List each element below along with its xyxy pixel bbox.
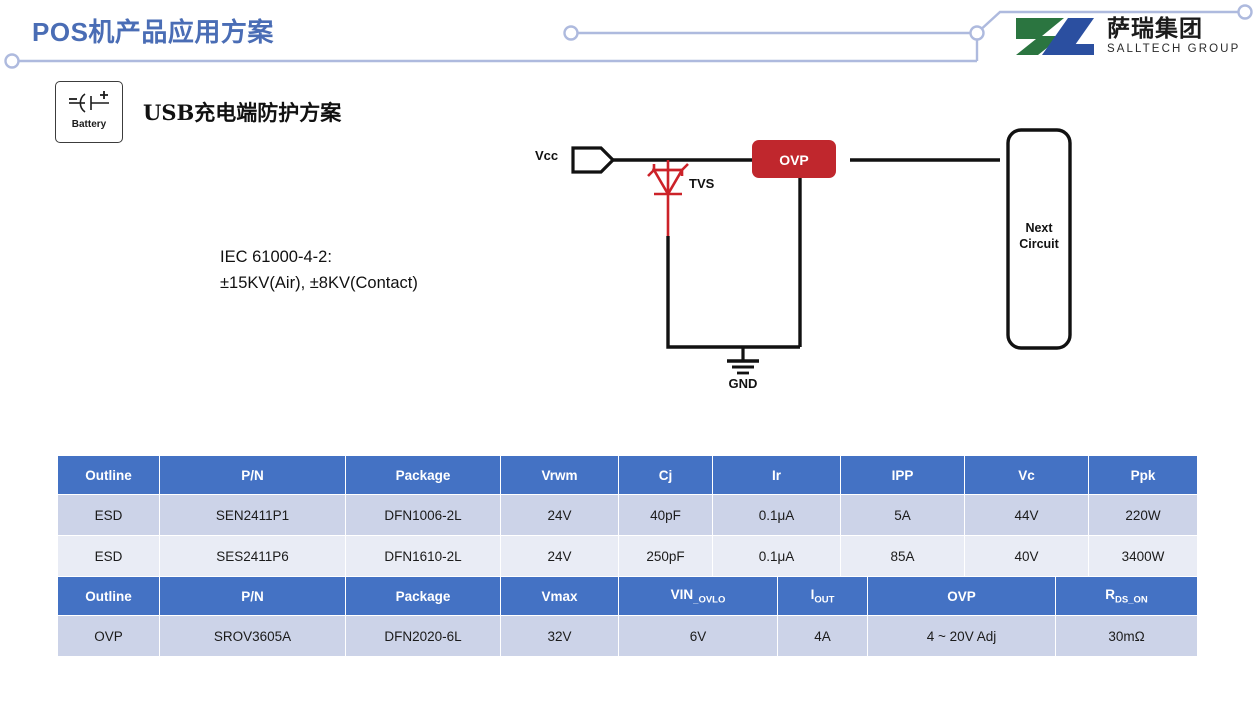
logo-wordmark: 萨瑞集团 SALLTECH GROUP xyxy=(1107,15,1241,56)
cell-pn: SEN2411P1 xyxy=(159,494,346,536)
cell-outline: OVP xyxy=(57,615,160,657)
brand-logo: 萨瑞集团 SALLTECH GROUP xyxy=(1012,14,1240,59)
header-sub: OUT xyxy=(814,594,835,606)
protection-schematic: Vcc TVS OVP GND xyxy=(535,128,1072,391)
cell-package: DFN1610-2L xyxy=(345,535,501,577)
col-header-iout: IOUT xyxy=(777,576,868,616)
cell-vc: 40V xyxy=(964,535,1089,577)
table-header-row: Outline P/N Package Vmax VIN_OVLO IOUT O… xyxy=(57,576,1198,616)
table-header-row: Outline P/N Package Vrwm Cj Ir IPP Vc Pp… xyxy=(57,455,1198,495)
col-header-vin-ovlo: VIN_OVLO xyxy=(618,576,778,616)
cell-pn: SES2411P6 xyxy=(159,535,346,577)
table-row: OVP SROV3605A DFN2020-6L 32V 6V 4A 4 ~ 2… xyxy=(57,615,1198,657)
gnd-label: GND xyxy=(729,376,758,391)
vcc-connector-icon xyxy=(571,146,616,174)
trace-node-junction xyxy=(969,25,985,41)
next-circuit-label-line1: Next xyxy=(1025,221,1053,235)
tvs-label: TVS xyxy=(689,176,715,191)
next-circuit-block xyxy=(1006,128,1072,350)
ovp-spec-table: Outline P/N Package Vmax VIN_OVLO IOUT O… xyxy=(57,576,1198,657)
cell-ir: 0.1μA xyxy=(712,535,841,577)
logo-name-cn: 萨瑞集团 xyxy=(1107,15,1203,42)
table-row: ESD SES2411P6 DFN1610-2L 24V 250pF 0.1μA… xyxy=(57,535,1198,577)
cell-package: DFN1006-2L xyxy=(345,494,501,536)
trace-upper-line xyxy=(578,10,1243,35)
header-sub: DS_ON xyxy=(1115,594,1148,606)
trace-node-left xyxy=(4,53,20,69)
cell-ppk: 3400W xyxy=(1088,535,1198,577)
battery-card: Battery xyxy=(55,81,123,143)
cell-cj: 40pF xyxy=(618,494,713,536)
col-header-outline: Outline xyxy=(57,576,160,616)
wire-tvs-to-gnd xyxy=(666,236,800,349)
col-header-pn: P/N xyxy=(159,455,346,495)
col-header-pn: P/N xyxy=(159,576,346,616)
col-header-package: Package xyxy=(345,576,501,616)
decorative-circuit-trace xyxy=(4,4,1253,69)
vcc-label: Vcc xyxy=(535,148,558,163)
cell-vmax: 32V xyxy=(500,615,619,657)
salltech-logo-mark-icon xyxy=(1016,18,1094,55)
table-row: ESD SEN2411P1 DFN1006-2L 24V 40pF 0.1μA … xyxy=(57,494,1198,536)
cell-package: DFN2020-6L xyxy=(345,615,501,657)
col-header-cj: Cj xyxy=(618,455,713,495)
cell-outline: ESD xyxy=(57,535,160,577)
logo-name-en: SALLTECH GROUP xyxy=(1107,42,1241,55)
battery-symbol-icon xyxy=(69,91,109,113)
cell-outline: ESD xyxy=(57,494,160,536)
header-sub: _OVLO xyxy=(693,594,726,606)
cell-ir: 0.1μA xyxy=(712,494,841,536)
col-header-ipp: IPP xyxy=(840,455,965,495)
cell-ipp: 85A xyxy=(840,535,965,577)
ovp-block-label: OVP xyxy=(779,152,809,168)
iec-note-line2: ±15KV(Air), ±8KV(Contact) xyxy=(220,273,418,292)
trace-node-mid xyxy=(563,25,579,41)
battery-label: Battery xyxy=(71,119,107,130)
cell-ppk: 220W xyxy=(1088,494,1198,536)
tvs-diode-icon xyxy=(647,163,689,197)
header-base: I xyxy=(810,586,815,602)
header-base: R xyxy=(1105,586,1115,602)
next-circuit-label-line2: Circuit xyxy=(1019,237,1059,251)
cell-pn: SROV3605A xyxy=(159,615,346,657)
cell-vrwm: 24V xyxy=(500,535,619,577)
col-header-package: Package xyxy=(345,455,501,495)
cell-ovp: 4 ~ 20V Adj xyxy=(867,615,1056,657)
cell-iout: 4A xyxy=(777,615,868,657)
cell-vin-ovlo: 6V xyxy=(618,615,778,657)
col-header-vmax: Vmax xyxy=(500,576,619,616)
cell-vrwm: 24V xyxy=(500,494,619,536)
header-base: VIN xyxy=(670,586,694,602)
col-header-vc: Vc xyxy=(964,455,1089,495)
cell-vc: 44V xyxy=(964,494,1089,536)
section-title: USB充电端防护方案 xyxy=(143,100,342,125)
iec-standard-note: IEC 61000-4-2: ±15KV(Air), ±8KV(Contact) xyxy=(220,245,418,296)
iec-note-line1: IEC 61000-4-2: xyxy=(220,248,332,266)
page-title: POS机产品应用方案 xyxy=(32,17,274,47)
trace-node-right xyxy=(1237,4,1253,20)
cell-cj: 250pF xyxy=(618,535,713,577)
ground-symbol-icon xyxy=(727,347,759,375)
col-header-vrwm: Vrwm xyxy=(500,455,619,495)
cell-rds-on: 30mΩ xyxy=(1055,615,1198,657)
col-header-outline: Outline xyxy=(57,455,160,495)
esd-spec-table: Outline P/N Package Vrwm Cj Ir IPP Vc Pp… xyxy=(57,455,1198,577)
col-header-ovp: OVP xyxy=(867,576,1056,616)
col-header-ppk: Ppk xyxy=(1088,455,1198,495)
cell-ipp: 5A xyxy=(840,494,965,536)
col-header-rds-on: RDS_ON xyxy=(1055,576,1198,616)
ovp-block xyxy=(752,140,836,178)
col-header-ir: Ir xyxy=(712,455,841,495)
